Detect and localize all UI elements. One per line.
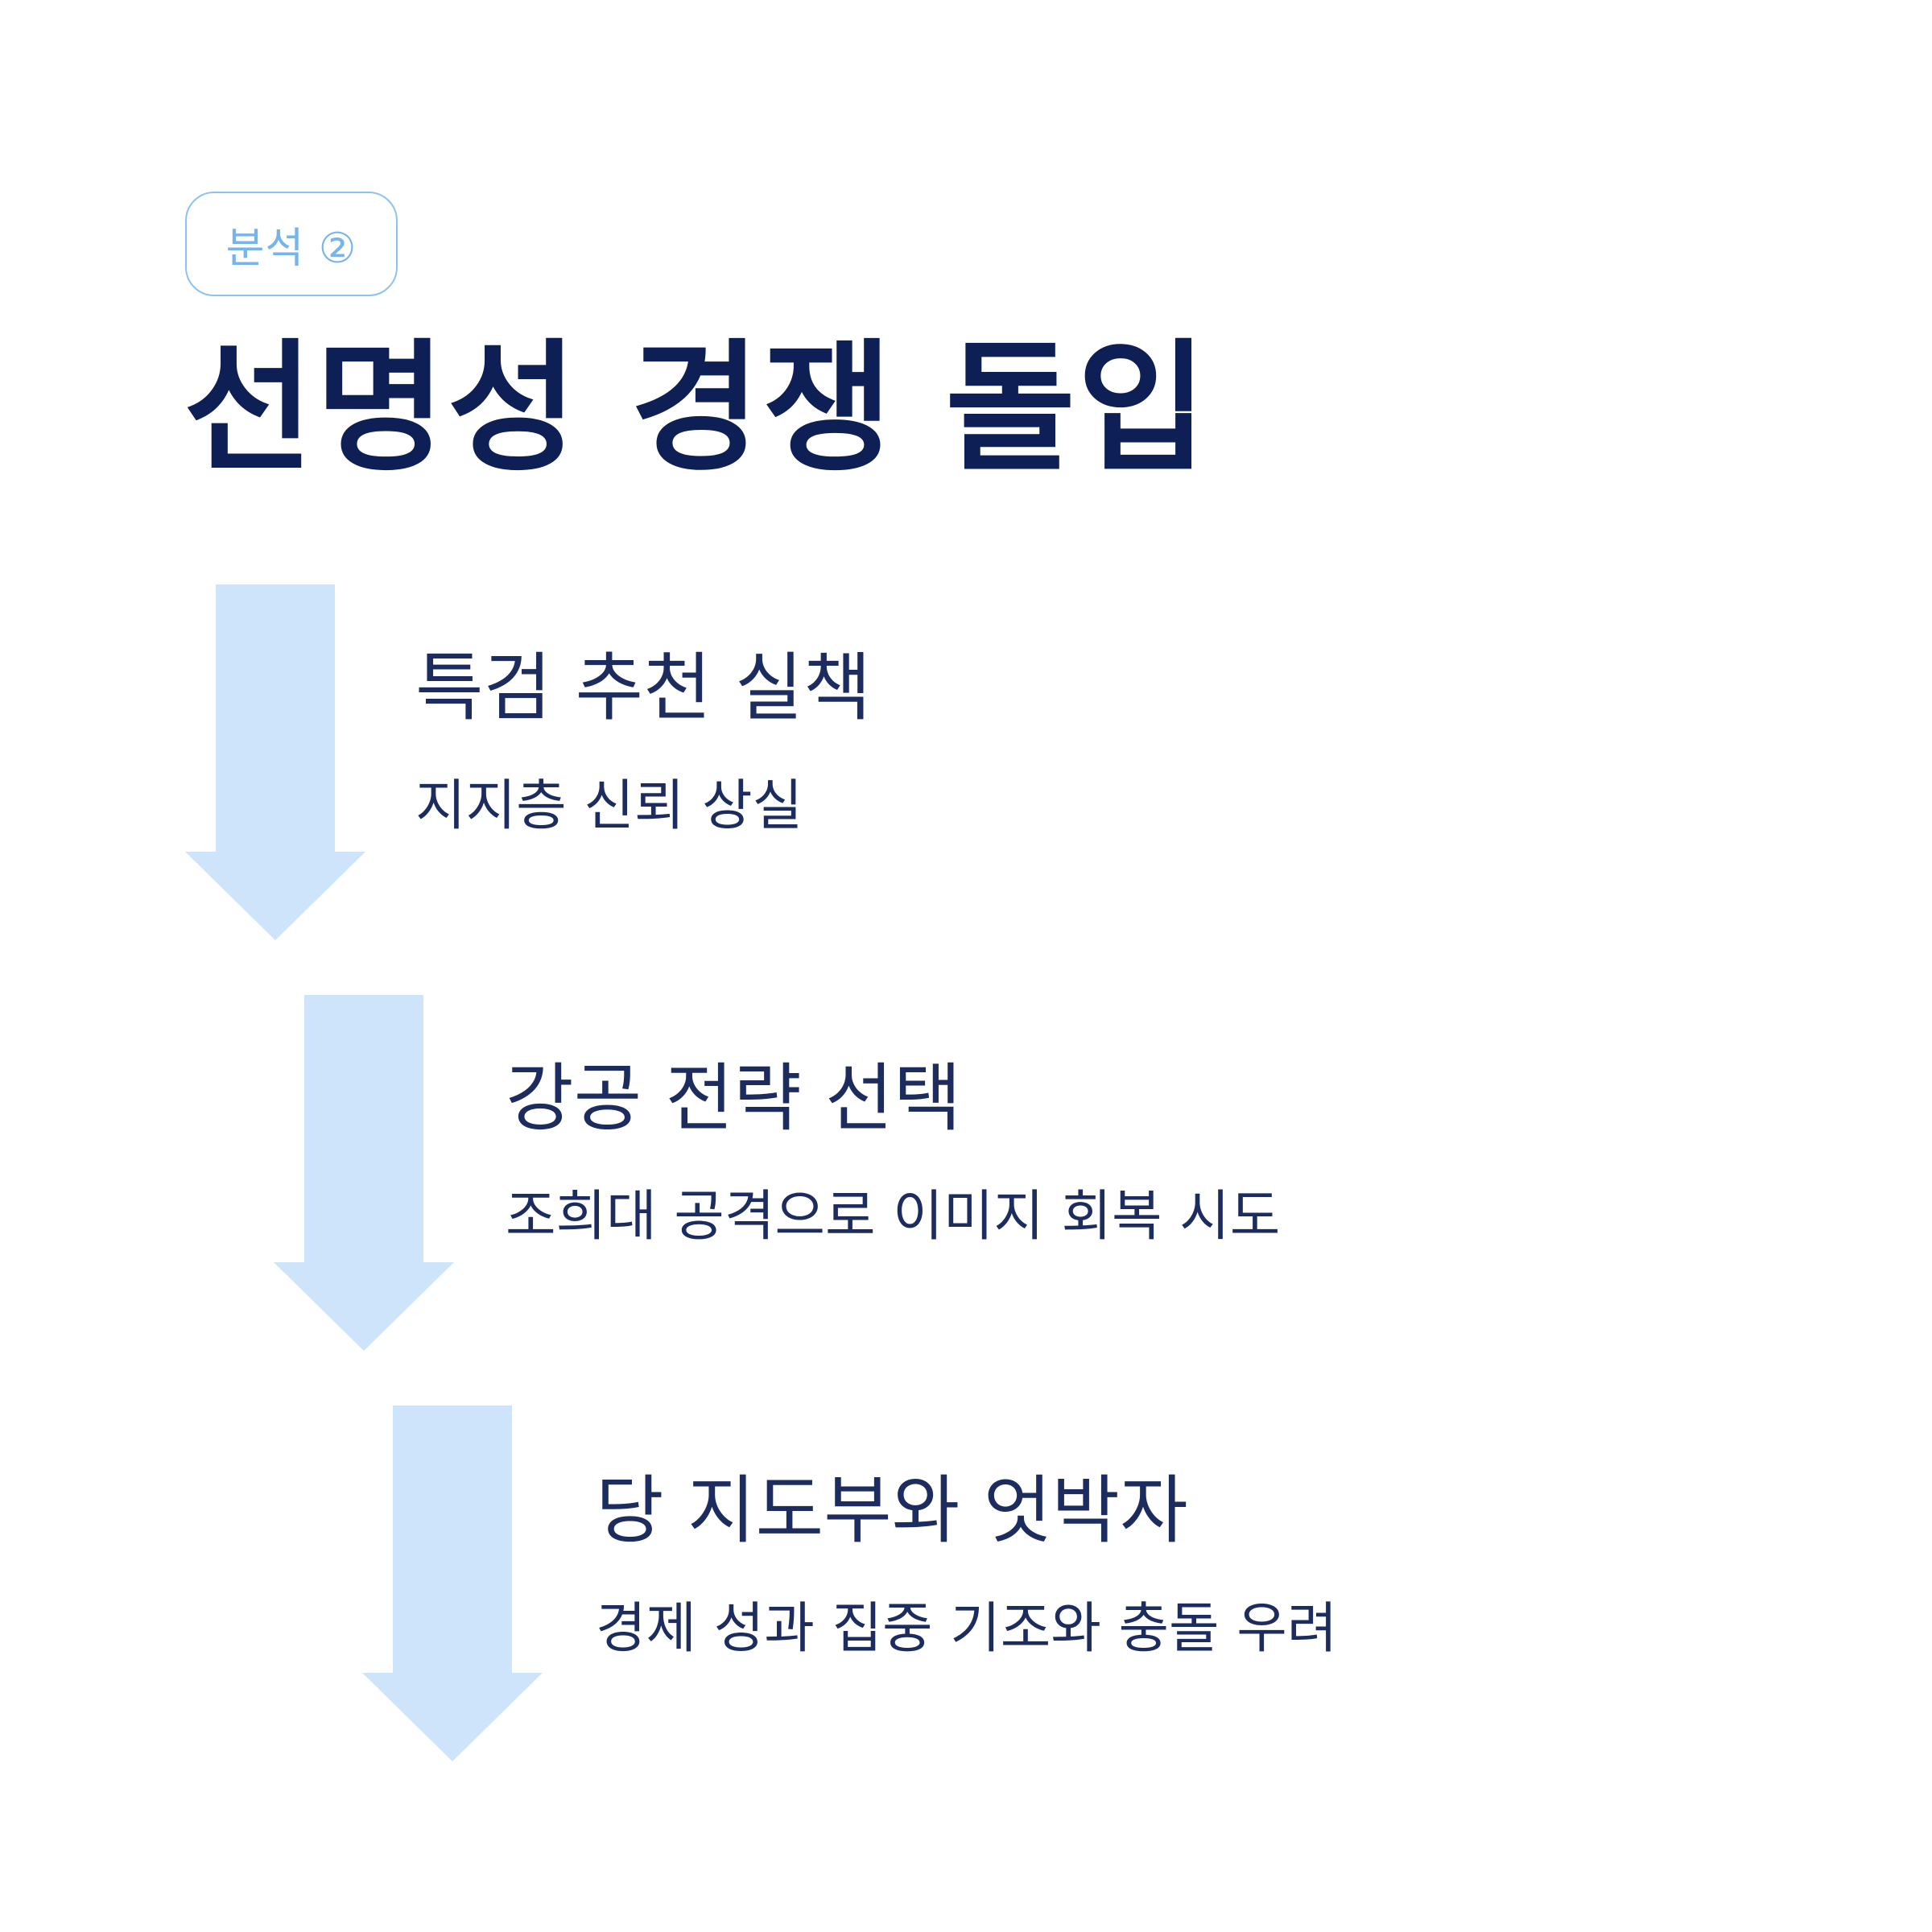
step-description-1: 지지층 신뢰 상실: [415, 774, 803, 838]
down-arrow-icon: [274, 995, 454, 1351]
down-arrow-icon: [362, 1406, 543, 1761]
down-arrow-icon: [185, 584, 365, 940]
section-badge-label: 분석 ②: [225, 224, 357, 273]
step-description-2: 조희대 공격으로 이미지 회복 시도: [506, 1185, 1281, 1249]
down-arrow-shape: [274, 995, 454, 1351]
page-title: 선명성 경쟁 돌입: [184, 326, 1209, 491]
step-heading-1: 특검 추천 실책: [415, 645, 872, 731]
down-arrow-shape: [185, 584, 365, 940]
step-heading-3: 당 지도부와 엇박자: [596, 1468, 1188, 1554]
step-heading-2: 강공 전략 선택: [506, 1055, 962, 1141]
down-arrow-shape: [362, 1406, 543, 1761]
section-badge: 분석 ②: [185, 192, 398, 296]
step-description-3: 경제 성과 집중 기조와 충돌 우려: [596, 1597, 1338, 1661]
